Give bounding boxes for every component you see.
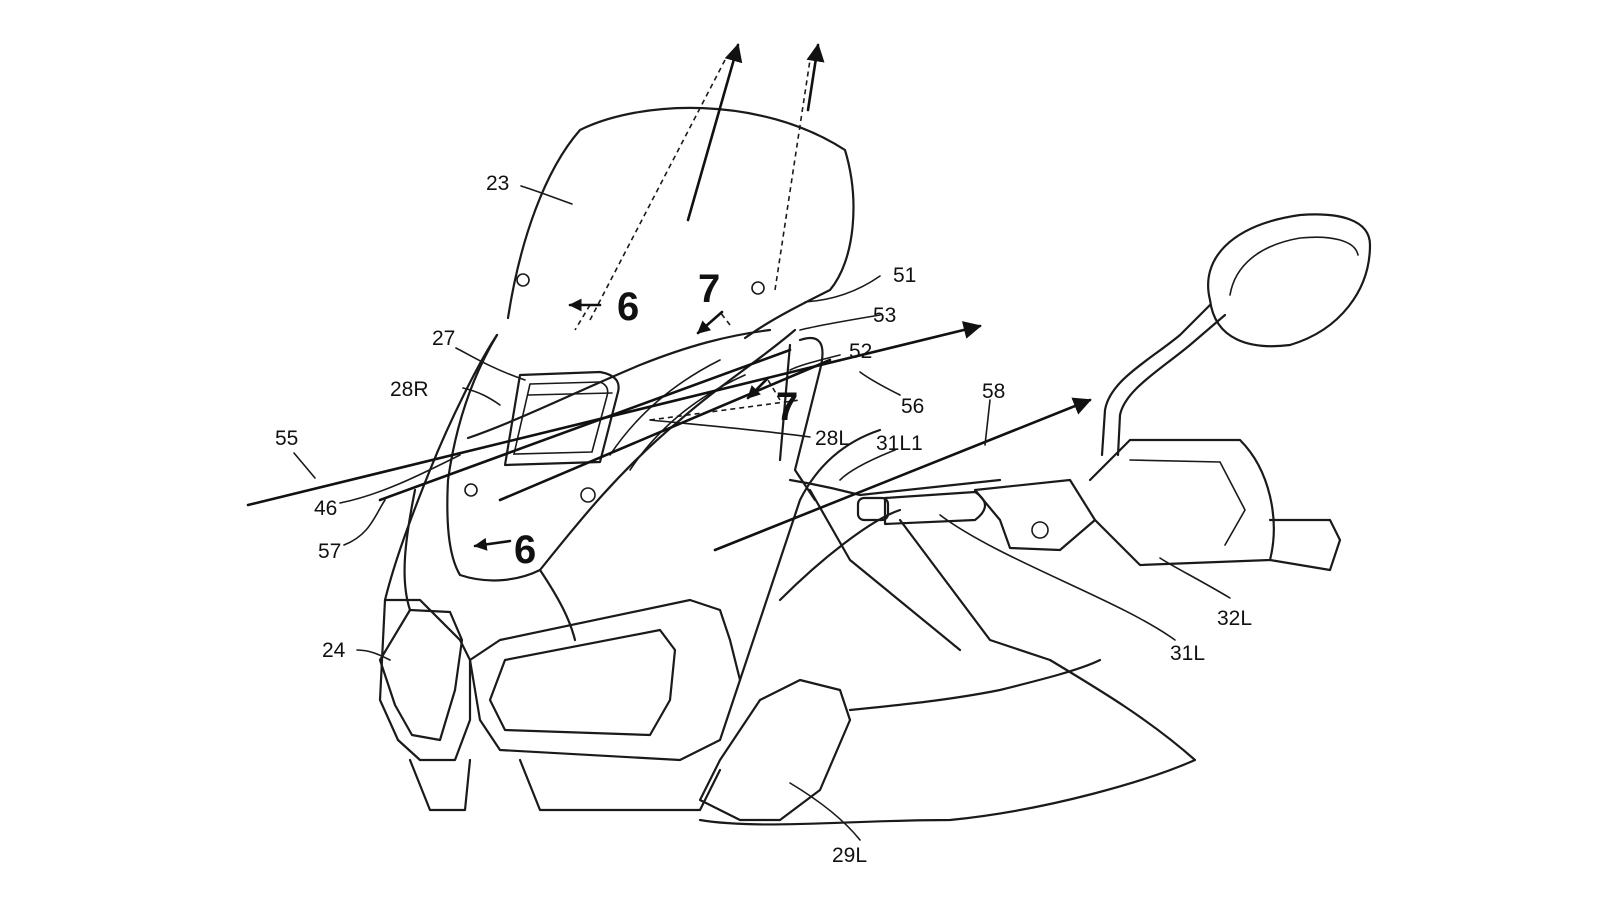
label-53: 53 <box>873 304 896 327</box>
label-31l: 31L <box>1170 642 1205 665</box>
label-51: 51 <box>893 264 916 287</box>
mirror <box>1100 213 1372 457</box>
section-arrows <box>473 298 770 551</box>
arrow-up-right <box>806 43 825 112</box>
handlebar-assembly <box>778 337 1342 572</box>
section-mark-6-bottom: 6 <box>514 528 536 572</box>
label-23: 23 <box>486 172 509 195</box>
front-fairing <box>378 333 742 812</box>
label-28l: 28L <box>815 427 850 450</box>
label-58: 58 <box>982 380 1005 403</box>
label-56: 56 <box>901 395 924 418</box>
arrow-up-left <box>686 43 743 222</box>
label-57: 57 <box>318 540 341 563</box>
side-panel <box>698 428 1197 826</box>
arrow-56 <box>498 358 832 502</box>
label-55: 55 <box>275 427 298 450</box>
airflow-dashed-lines <box>574 59 811 421</box>
upper-cowl <box>446 328 797 582</box>
label-28r: 28R <box>390 378 429 401</box>
vent-window <box>503 370 620 467</box>
section-marks: 6 6 7 7 <box>514 267 798 572</box>
label-52: 52 <box>849 340 872 363</box>
label-32l: 32L <box>1217 607 1252 630</box>
label-27: 27 <box>432 327 455 350</box>
airflow-arrows <box>246 43 1092 552</box>
label-29l: 29L <box>832 844 867 867</box>
reference-labels: 23 27 28R 55 46 57 24 51 53 52 56 58 28L… <box>275 172 1252 867</box>
section-mark-7-top: 7 <box>698 267 720 311</box>
section-mark-7-mid: 7 <box>776 385 798 429</box>
label-46: 46 <box>314 497 337 520</box>
label-31l1: 31L1 <box>876 432 923 455</box>
arrow-58 <box>713 397 1092 552</box>
leader-lines <box>293 185 1231 841</box>
windscreen <box>506 106 855 340</box>
arrow-57 <box>378 348 792 502</box>
label-24: 24 <box>322 639 346 662</box>
section-mark-6-top: 6 <box>617 285 639 329</box>
